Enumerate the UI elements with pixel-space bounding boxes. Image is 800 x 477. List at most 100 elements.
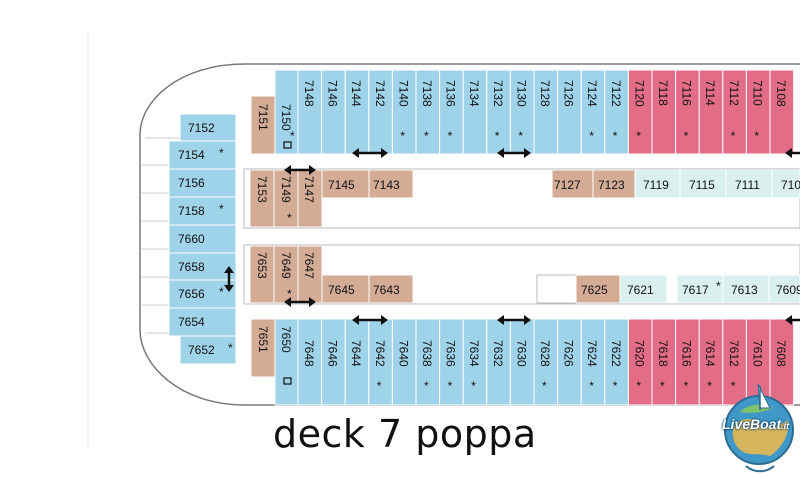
cabin-7649[interactable]: 7649 *: [273, 245, 299, 304]
cabin-7609[interactable]: 7609: [768, 274, 800, 304]
cabin-7110[interactable]: 7110*: [745, 69, 771, 155]
cabin-7134[interactable]: 7134: [462, 69, 488, 155]
cabin-7130[interactable]: 7130*: [509, 69, 535, 155]
cabin-7112[interactable]: 7112*: [722, 69, 747, 155]
cabin-7625[interactable]: 7625: [575, 274, 621, 304]
cabin-7640[interactable]: 7640: [391, 318, 417, 406]
cabin-7158[interactable]: 7158*: [168, 196, 237, 226]
cabin-7147[interactable]: 7147: [297, 169, 323, 228]
cabin-7108[interactable]: 7108: [769, 69, 795, 155]
cabin-7613[interactable]: 7613: [722, 274, 770, 304]
cabin-7658[interactable]: 7658: [168, 252, 237, 282]
cabin-7145[interactable]: 7145: [321, 169, 370, 199]
svg-text:7647: 7647: [302, 252, 316, 279]
cabin-7152[interactable]: 7152: [179, 113, 237, 143]
svg-text:7115: 7115: [689, 178, 715, 192]
cabin-7646[interactable]: 7646: [321, 318, 346, 406]
cabin-7634[interactable]: 7634*: [462, 318, 488, 406]
connecting-arrows: [224, 148, 800, 325]
cabin-7111[interactable]: 7111: [725, 169, 773, 199]
cabin-7124[interactable]: 7124*: [580, 69, 606, 155]
cabin-7660[interactable]: 7660: [168, 224, 237, 254]
cabin-number: 7618: [656, 340, 670, 367]
cabin-7636[interactable]: 7636*: [439, 318, 464, 406]
cabin-7126[interactable]: 7126: [557, 69, 582, 155]
cabin-7654[interactable]: 7654: [168, 307, 237, 337]
cabin-7138[interactable]: 7138*: [415, 69, 441, 155]
cabin-7621[interactable]: 7621: [619, 274, 668, 304]
cabin-7149[interactable]: 7149 *: [273, 169, 299, 228]
svg-text:7649: 7649: [279, 252, 293, 279]
cabin-7612[interactable]: 7612*: [722, 318, 747, 406]
cabin-7643[interactable]: 7643: [368, 274, 414, 304]
hull-outline: [139, 63, 800, 406]
cabin-7156[interactable]: 7156: [168, 168, 237, 198]
cabin-7622[interactable]: 7622*: [604, 318, 629, 406]
cabin-7150[interactable]: 7150 *: [274, 69, 299, 155]
cabin-7140[interactable]: 7140*: [391, 69, 417, 155]
cabin-7148[interactable]: 7148: [297, 69, 323, 155]
cabin-7628[interactable]: 7628*: [533, 318, 559, 406]
cabin-star: *: [613, 379, 618, 393]
cabin-7653[interactable]: 7653: [249, 245, 275, 304]
svg-text:7145: 7145: [328, 178, 355, 192]
cabin-7617[interactable]: 7617 *: [676, 274, 724, 304]
cabin-star: *: [448, 379, 453, 393]
cabin-7618[interactable]: 7618*: [651, 318, 677, 406]
cabin-star: *: [542, 379, 547, 393]
cabin-number: 7608: [774, 340, 788, 367]
cabin-7114[interactable]: 7114: [698, 69, 724, 155]
cabin-7626[interactable]: 7626: [557, 318, 582, 406]
cabin-7632[interactable]: 7632: [486, 318, 511, 406]
cabin-7648[interactable]: 7648: [297, 318, 323, 406]
cabin-7630[interactable]: 7630: [509, 318, 535, 406]
cabin-number: 7624: [585, 340, 599, 367]
cabin-7123[interactable]: 7123: [592, 169, 636, 199]
svg-text:*: *: [290, 129, 295, 143]
cabin-7154[interactable]: 7154*: [168, 140, 237, 170]
cabin-7652[interactable]: 7652*: [179, 335, 237, 365]
cabin-number: 7116: [680, 80, 694, 106]
cabin-7116[interactable]: 7116 *: [675, 69, 700, 155]
cabin-number: 7642: [373, 340, 387, 367]
cabin-7651[interactable]: 7651: [250, 318, 276, 378]
cabin-7118[interactable]: 7118: [651, 69, 677, 155]
cabin-star: *: [684, 129, 689, 143]
cabin-7153[interactable]: 7153: [249, 169, 275, 228]
cabin-7142[interactable]: 7142: [368, 69, 393, 155]
cabin-7656[interactable]: 7656*: [168, 279, 237, 309]
cabin-7143[interactable]: 7143: [368, 169, 414, 199]
cabin-7127[interactable]: 7127: [551, 169, 594, 199]
cabin-7624[interactable]: 7624*: [580, 318, 606, 406]
cabin-7132[interactable]: 7132*: [486, 69, 511, 155]
liveboat-logo[interactable]: [718, 378, 800, 477]
cabin-number: 7638: [420, 340, 434, 367]
cabin-7614[interactable]: 7614*: [698, 318, 724, 406]
cabin-7620[interactable]: 7620*: [627, 318, 653, 406]
cabin-number: 7620: [632, 340, 646, 367]
cabin-number: 7158: [178, 204, 205, 218]
svg-text:7151: 7151: [256, 104, 270, 131]
cabin-7136[interactable]: 7136*: [439, 69, 464, 155]
cabin-number: 7612: [727, 340, 741, 367]
svg-text:*: *: [287, 287, 292, 301]
cabin-7120[interactable]: 7120*: [627, 69, 653, 155]
svg-text:7123: 7123: [598, 178, 625, 192]
cabin-7128[interactable]: 7128: [533, 69, 559, 155]
cabin-7146[interactable]: 7146: [321, 69, 346, 155]
cabin-7151[interactable]: 7151: [250, 95, 276, 155]
cabin-7650[interactable]: 7650: [274, 318, 299, 406]
cabin-7645[interactable]: 7645: [321, 274, 370, 304]
cabin-7642[interactable]: 7642*: [368, 318, 393, 406]
cabin-7144[interactable]: 7144: [344, 69, 370, 155]
cabin-7119[interactable]: 7119: [634, 169, 681, 199]
cabin-7638[interactable]: 7638*: [415, 318, 441, 406]
inner-bottom-service-area: [536, 274, 577, 304]
cabin-7644[interactable]: 7644: [344, 318, 370, 406]
cabin-7115[interactable]: 7115: [679, 169, 727, 199]
cabin-7647[interactable]: 7647: [297, 245, 323, 304]
cabin-7122[interactable]: 7122*: [604, 69, 629, 155]
cabin-7616[interactable]: 7616*: [675, 318, 700, 406]
